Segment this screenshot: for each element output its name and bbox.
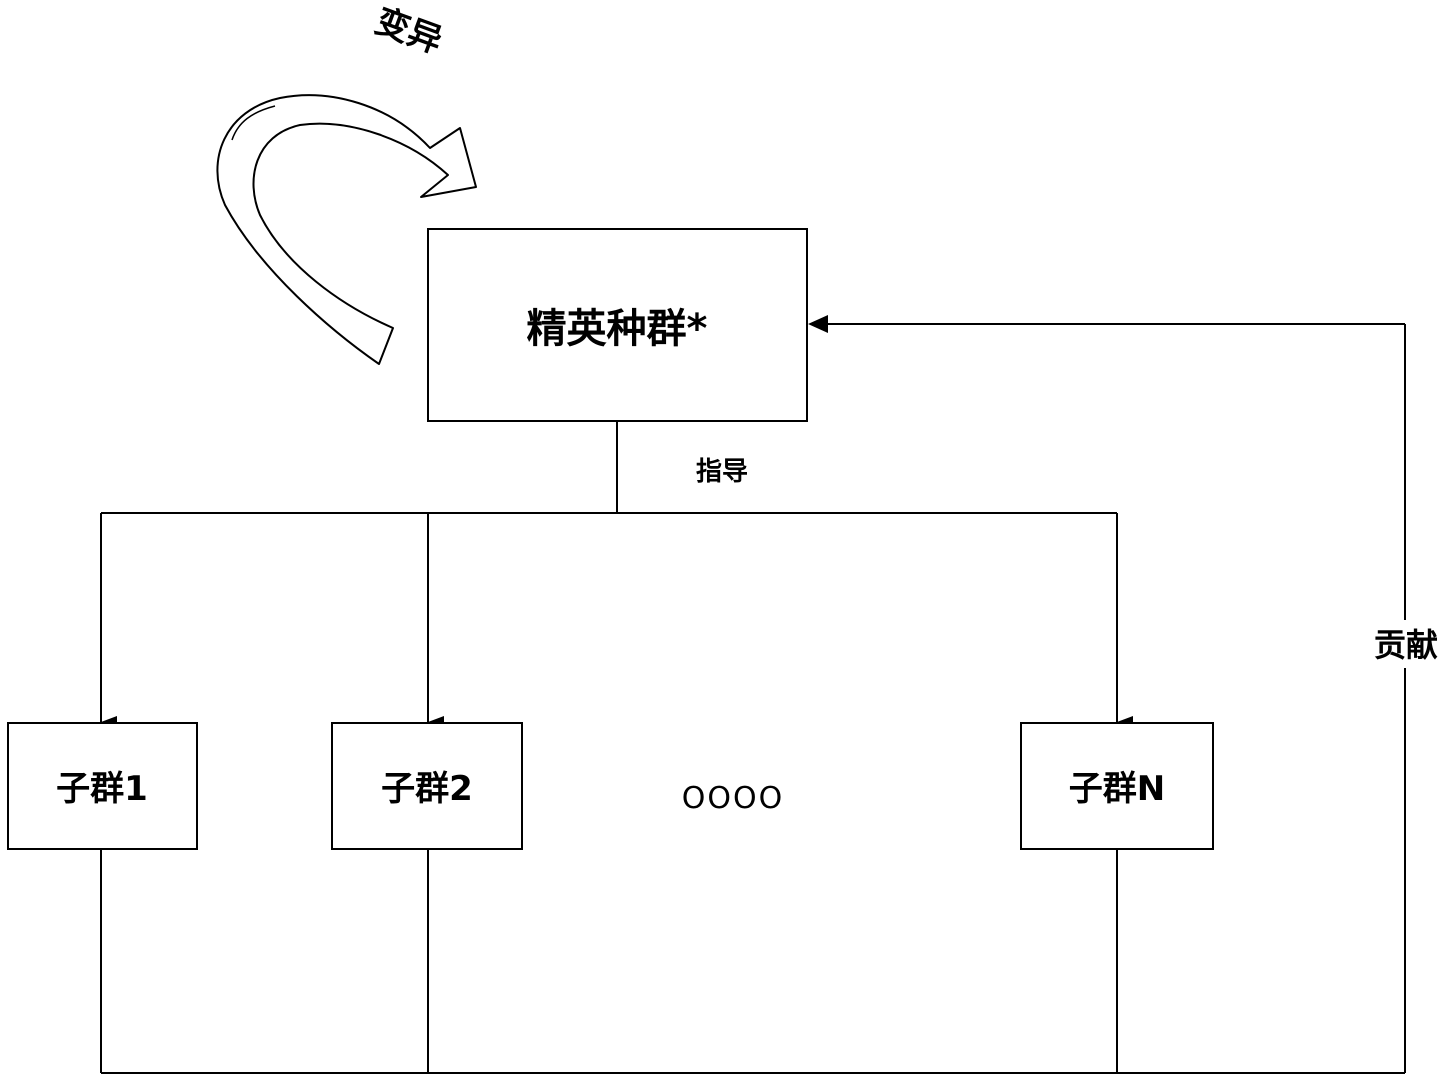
guide-label: 指导 (696, 457, 748, 487)
contribute-label: 贡献 (1374, 626, 1438, 664)
subgroup-2-label: 子群2 (381, 769, 473, 809)
subgroup-1-box (7, 722, 198, 850)
subgroup-N-label: 子群N (1069, 769, 1165, 809)
contribute-arrowhead (808, 315, 828, 333)
subgroup-ellipsis: OOOO (682, 781, 784, 816)
contribute-label-bg (1367, 620, 1445, 668)
elite-population-box (427, 228, 808, 422)
mutation-curved-arrow (216, 94, 477, 365)
subgroup-1-label: 子群1 (56, 769, 148, 809)
subgroup-2-box (331, 722, 523, 850)
elite-population-label: 精英种群* (527, 306, 708, 352)
mutation-label: 变异 (370, 1, 448, 62)
subgroup-N-box (1020, 722, 1214, 850)
